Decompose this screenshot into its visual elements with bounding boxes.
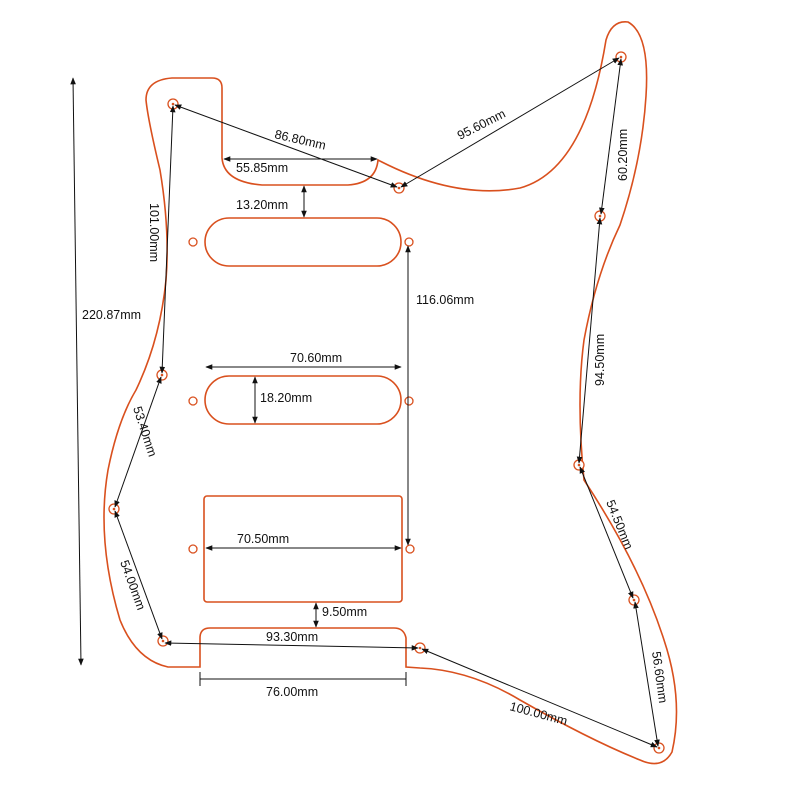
dim-line-right-waist — [576, 217, 603, 464]
pickup-hole — [404, 396, 414, 406]
dim-line-left-upper — [159, 105, 176, 374]
label-neck-pocket: 55.85mm — [236, 161, 288, 175]
label-pickup-span: 116.06mm — [416, 293, 474, 307]
dim-line-overall-length — [70, 77, 84, 666]
dim-line-left-lower — [114, 510, 163, 640]
label-middle-length: 70.60mm — [290, 351, 342, 365]
dim-line-right-horn — [599, 58, 623, 215]
middle-pickup-cutout — [204, 375, 402, 425]
label-left-upper: 101.00mm — [147, 203, 161, 262]
dim-line-bottom-edge — [421, 648, 658, 748]
dim-line-bottom-screws — [164, 640, 419, 651]
label-bottom-screws: 93.30mm — [266, 630, 318, 644]
humbucker-cutout — [203, 495, 403, 603]
label-right-horn: 60.20mm — [616, 129, 630, 181]
label-upper-right: 95.60mm — [455, 107, 508, 143]
label-pickup-height: 18.20mm — [260, 391, 312, 405]
label-right-waist: 94.50mm — [593, 334, 607, 386]
label-bottom-horn: 56.60mm — [649, 650, 670, 704]
label-control-cavity: 76.00mm — [266, 685, 318, 699]
label-neck-gap: 13.20mm — [236, 198, 288, 212]
pickup-hole — [188, 237, 198, 247]
pickup-hole — [188, 544, 198, 554]
label-bottom-edge: 100.00mm — [508, 699, 569, 728]
pickup-hole — [405, 544, 415, 554]
dim-line-upper-right — [400, 57, 620, 188]
neck-pickup-cutout — [204, 217, 402, 267]
dim-line-top-horn — [174, 104, 398, 188]
pickguard-outline — [103, 21, 678, 765]
label-top-horn: 86.80mm — [273, 127, 327, 152]
pickup-hole — [188, 396, 198, 406]
label-humbucker-length: 70.50mm — [237, 532, 289, 546]
label-left-lower: 54.00mm — [117, 558, 148, 612]
dim-line-left-waist — [114, 376, 162, 508]
dim-line-right-lower — [579, 466, 634, 599]
label-humbucker-gap: 9.50mm — [322, 605, 367, 619]
label-overall-length: 220.87mm — [82, 308, 141, 322]
pickup-hole — [404, 237, 414, 247]
label-right-lower: 54.50mm — [603, 498, 636, 552]
